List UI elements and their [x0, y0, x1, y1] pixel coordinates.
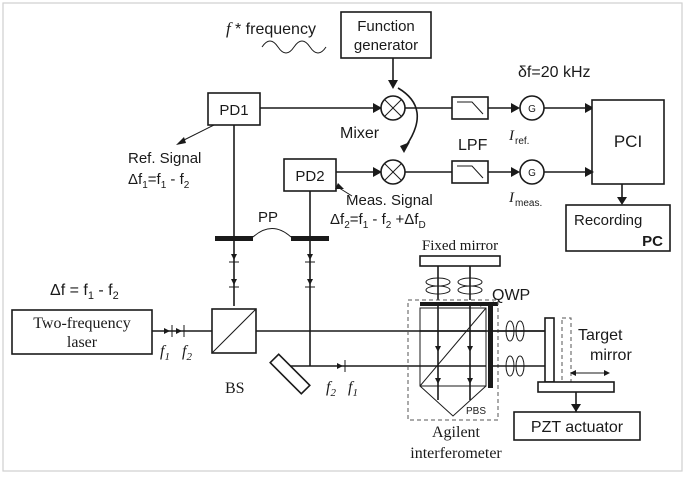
f-star-italic: f — [226, 19, 233, 38]
meas-signal-line1: Meas. Signal — [346, 192, 433, 209]
i-ref-label: I — [508, 128, 515, 144]
function-generator-label-2: generator — [354, 37, 418, 54]
lenses-vertical — [425, 277, 483, 295]
agilent-label-2: interferometer — [410, 445, 502, 462]
i-ref-sub: ref. — [515, 136, 529, 147]
polarizer-pd2 — [291, 236, 329, 241]
pd1-label: PD1 — [219, 102, 248, 119]
pd2-detector: PD2 — [283, 158, 337, 192]
target-label-1: Target — [578, 327, 623, 344]
lpf-meas — [451, 160, 489, 184]
g-meter-ref-label: G — [528, 104, 536, 115]
beam2-f1: f1 — [348, 379, 358, 399]
pzt-label: PZT actuator — [531, 419, 624, 436]
polarizer-pd1 — [215, 236, 253, 241]
laser-label-1: Two-frequency — [33, 315, 131, 332]
beam-f1: f1 — [160, 343, 170, 363]
mixer-ref — [380, 95, 406, 121]
target-mirror — [537, 317, 615, 393]
g-meter-ref: G — [519, 95, 545, 121]
g-meter-meas-label: G — [528, 168, 536, 179]
pp-label: PP — [258, 209, 278, 226]
lpf-label: LPF — [458, 137, 488, 154]
laser-label-2: laser — [67, 334, 98, 351]
f-star-rest: * frequency — [235, 21, 316, 38]
pzt-actuator: PZT actuator — [513, 411, 641, 441]
mixer-meas — [380, 159, 406, 185]
function-generator: Function generator — [340, 11, 432, 59]
pd2-label: PD2 — [295, 168, 324, 185]
meas-signal-equation: Δf2=f1 - f2 +ΔfD — [330, 211, 426, 231]
i-meas-sub: meas. — [515, 198, 542, 209]
sine-wave-icon — [261, 40, 327, 54]
lenses-horizontal — [505, 320, 525, 377]
pci-box: PCI — [591, 99, 665, 185]
beam-splitter — [211, 308, 257, 354]
mixer-label: Mixer — [340, 125, 380, 142]
recording-label: Recording — [574, 212, 642, 229]
pp-link — [252, 228, 292, 238]
motion-arrow-icon — [570, 370, 610, 376]
beam-markers-lower — [337, 360, 346, 372]
ref-signal-line1: Ref. Signal — [128, 150, 201, 167]
agilent-label-1: Agilent — [432, 424, 481, 441]
target-label-2: mirror — [590, 347, 632, 364]
beam-markers-vertical — [229, 254, 315, 288]
f-star-frequency-label: f * frequency — [226, 19, 316, 38]
beam-markers-laser — [164, 325, 185, 337]
qwp-label: QWP — [492, 287, 530, 304]
delta-f-equation: Δf = f1 - f2 — [50, 282, 119, 302]
g-meter-meas: G — [519, 159, 545, 185]
lpf-ref — [451, 96, 489, 120]
fixed-mirror: Fixed mirror — [419, 238, 501, 267]
ref-signal-equation: Δf1=f1 - f2 — [128, 171, 190, 191]
function-generator-label-1: Function — [357, 18, 415, 35]
pci-label: PCI — [614, 132, 642, 151]
qwp-plates — [420, 302, 498, 388]
i-meas-label: I — [508, 190, 515, 206]
pbs-label: PBS — [466, 406, 486, 417]
agilent-interferometer: PBS — [407, 299, 499, 421]
delta-f-value: δf=20 kHz — [518, 64, 591, 81]
recording-pc-box: Recording PC — [565, 204, 671, 252]
fixed-mirror-label: Fixed mirror — [422, 238, 498, 254]
beam2-f2: f2 — [326, 379, 336, 399]
turning-mirror — [269, 353, 311, 395]
pc-label: PC — [642, 233, 663, 250]
beam-f2: f2 — [182, 343, 192, 363]
two-frequency-laser: Two-frequency laser — [11, 309, 153, 355]
pd1-detector: PD1 — [207, 92, 261, 126]
meas-signal-label: Meas. Signal Δf2=f1 - f2 +ΔfD — [330, 192, 433, 231]
ref-signal-label: Ref. Signal Δf1=f1 - f2 — [128, 150, 201, 191]
bs-label: BS — [225, 380, 245, 397]
